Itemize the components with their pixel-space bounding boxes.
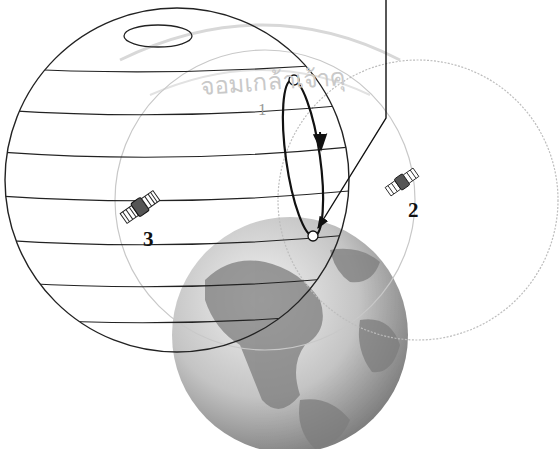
earth [172,217,408,449]
satellite-icon [384,167,420,198]
loop-arrow [320,132,321,150]
satellite-icon [119,189,161,225]
intersection-point [308,231,318,241]
watermark-arc [120,25,400,60]
intersection-loop [275,77,331,238]
earth-landmass [205,249,400,449]
callout-number: 3 [143,227,154,252]
coverage-circle [115,50,415,350]
callout-number: 1 [258,100,267,120]
callout-number: 2 [408,198,419,223]
pointer-line [318,0,386,228]
polar-cap [124,25,192,47]
latitude-lines [0,62,360,323]
watermark-text: จอมเกล้าเจ้าคุ [199,57,347,106]
coverage-circle [278,60,558,340]
grid-sphere [5,8,349,352]
